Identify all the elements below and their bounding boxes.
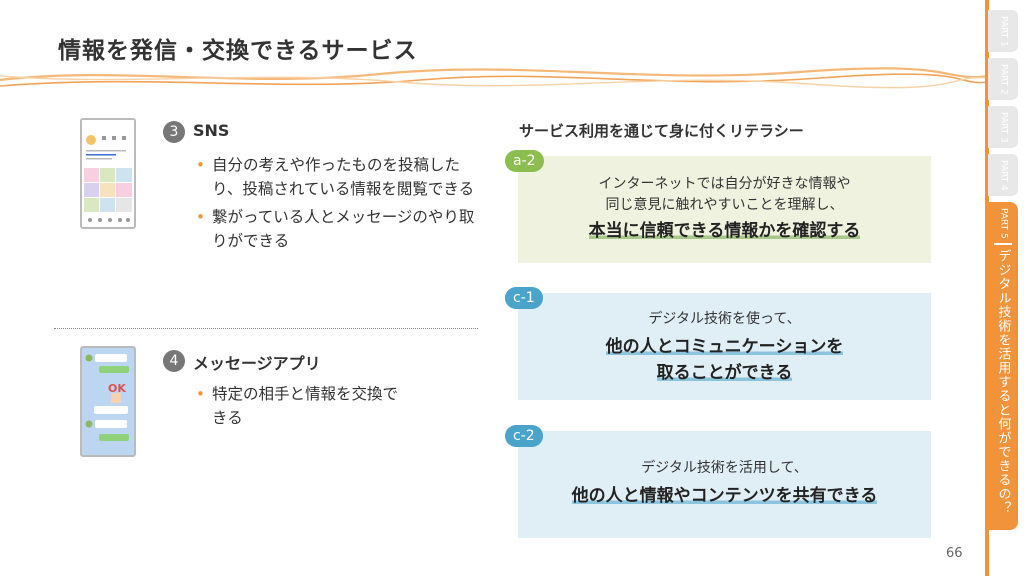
messaging-heading: メッセージアプリ bbox=[193, 354, 321, 373]
literacy-title: サービス利用を通じて身に付くリテラシー bbox=[519, 122, 804, 140]
card-text: デジタル技術を使って、 bbox=[648, 311, 801, 327]
tab-part-5-active[interactable]: PART 5 デジタル技術を活用すると何ができるの？ bbox=[988, 202, 1018, 530]
card-text: 同じ意見に触れやすいことを理解し、 bbox=[605, 197, 844, 213]
card-emphasis-text: 取ることができる bbox=[656, 363, 793, 383]
literacy-card-a2: インターネットでは自分が好きな情報や 同じ意見に触れやすいことを理解し、 本当に… bbox=[518, 156, 931, 263]
sns-bullet-item: 自分の考えや作ったものを投稿したり、投稿されている情報を閲覧できる bbox=[196, 153, 481, 201]
sns-heading: SNS bbox=[193, 121, 230, 140]
sns-number-circle: 3 bbox=[163, 121, 185, 143]
literacy-card-c2: デジタル技術を活用して、 他の人と情報やコンテンツを共有できる bbox=[518, 431, 931, 538]
tab-label: PART 4 bbox=[998, 159, 1009, 191]
tab-part-3[interactable]: PART 3 bbox=[988, 106, 1018, 148]
page-number: 66 bbox=[946, 546, 963, 561]
sns-screen-graphic bbox=[84, 135, 132, 222]
card-emphasis-text: 他の人とコミュニケーションを bbox=[605, 337, 844, 357]
page-title: 情報を発信・交換できるサービス bbox=[58, 38, 418, 64]
decorative-wave-lines bbox=[0, 67, 990, 89]
literacy-card-c1: デジタル技術を使って、 他の人とコミュニケーションを 取ることができる bbox=[518, 293, 931, 400]
tab-description: デジタル技術を活用すると何ができるの？ bbox=[995, 248, 1011, 515]
section-divider bbox=[54, 328, 478, 329]
tab-part-2[interactable]: PART 2 bbox=[988, 58, 1018, 100]
card-text: インターネットでは自分が好きな情報や bbox=[598, 176, 851, 192]
messaging-number-circle: 4 bbox=[163, 350, 185, 372]
messaging-screen-graphic: OK bbox=[85, 354, 129, 441]
sns-bullet-list: 自分の考えや作ったものを投稿したり、投稿されている情報を閲覧できる 繋がっている… bbox=[196, 153, 481, 257]
tab-label: PART 5 bbox=[998, 208, 1009, 239]
sticker-ok-text: OK bbox=[108, 382, 126, 395]
tab-label: PART 1 bbox=[998, 15, 1009, 47]
tabbar-line bbox=[985, 0, 989, 576]
tab-label: PART 3 bbox=[998, 111, 1009, 143]
messaging-bullet-item: 特定の相手と情報を交換できる bbox=[196, 382, 406, 430]
badge-c1: c-1 bbox=[505, 287, 543, 309]
messaging-phone-illustration: OK bbox=[80, 346, 136, 457]
tab-label: PART 2 bbox=[998, 63, 1009, 95]
card-text: デジタル技術を活用して、 bbox=[641, 460, 808, 476]
tab-part-4[interactable]: PART 4 bbox=[988, 154, 1018, 196]
sns-phone-illustration bbox=[80, 118, 136, 229]
badge-a2: a-2 bbox=[505, 150, 544, 172]
messaging-bullet-list: 特定の相手と情報を交換できる bbox=[196, 382, 406, 434]
card-emphasis-text: 他の人と情報やコンテンツを共有できる bbox=[571, 486, 878, 506]
tab-separator bbox=[994, 242, 1012, 245]
tab-part-1[interactable]: PART 1 bbox=[988, 10, 1018, 52]
card-emphasis-text: 本当に信頼できる情報かを確認する bbox=[588, 221, 861, 241]
badge-c2: c-2 bbox=[505, 425, 543, 447]
sns-bullet-item: 繋がっている人とメッセージのやり取りができる bbox=[196, 205, 481, 253]
